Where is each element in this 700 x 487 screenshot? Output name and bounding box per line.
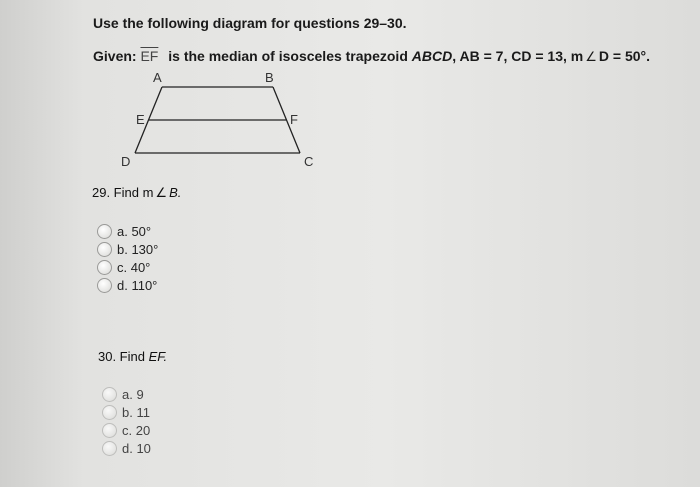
q30-option-d[interactable]: d. 10 bbox=[102, 439, 151, 457]
given-statement: Given: EF is the median of isosceles tra… bbox=[93, 48, 650, 65]
point-label-f: F bbox=[290, 112, 298, 127]
q29-option-a[interactable]: a. 50° bbox=[97, 222, 158, 240]
question-30-prefix: 30. Find bbox=[98, 349, 145, 364]
q29-option-b[interactable]: b. 130° bbox=[97, 240, 158, 258]
given-angle-d: D = 50°. bbox=[598, 48, 651, 64]
point-label-e: E bbox=[136, 112, 145, 127]
radio-button-icon[interactable] bbox=[97, 259, 112, 275]
question-29-options: a. 50° b. 130° c. 40° d. 110° bbox=[97, 222, 158, 294]
q29-option-d[interactable]: d. 110° bbox=[97, 276, 158, 294]
side-ad bbox=[134, 86, 163, 154]
segment-ef: EF bbox=[140, 48, 159, 64]
radio-button-icon[interactable] bbox=[102, 386, 117, 402]
radio-button-icon[interactable] bbox=[102, 404, 117, 420]
angle-symbol-icon: ∠ bbox=[155, 185, 168, 200]
q30-option-c[interactable]: c. 20 bbox=[102, 421, 151, 439]
q30-option-a[interactable]: a. 9 bbox=[102, 385, 151, 403]
q29-option-b-label: b. 130° bbox=[117, 241, 159, 257]
vertex-label-a: A bbox=[153, 70, 162, 85]
radio-button-icon[interactable] bbox=[102, 422, 117, 438]
q29-option-c[interactable]: c. 40° bbox=[97, 258, 158, 276]
q29-option-a-label: a. 50° bbox=[117, 223, 152, 239]
q30-option-b[interactable]: b. 11 bbox=[102, 403, 151, 421]
question-29: 29. Find m∠B. bbox=[92, 185, 181, 201]
instructions-heading: Use the following diagram for questions … bbox=[93, 15, 407, 31]
radio-button-icon[interactable] bbox=[97, 277, 112, 293]
q30-option-d-label: d. 10 bbox=[122, 440, 151, 456]
given-label: Given: bbox=[93, 48, 137, 64]
given-ab: , AB = 7, bbox=[452, 48, 508, 64]
given-m: m bbox=[570, 48, 584, 64]
question-30: 30. Find EF. bbox=[98, 349, 167, 364]
radio-button-icon[interactable] bbox=[102, 440, 117, 456]
trapezoid-name: ABCD bbox=[411, 48, 453, 64]
vertex-label-b: B bbox=[265, 70, 274, 85]
q30-option-c-label: c. 20 bbox=[122, 422, 151, 438]
q30-option-a-label: a. 9 bbox=[122, 386, 144, 402]
angle-symbol-icon: ∠ bbox=[585, 49, 597, 64]
given-cd: CD = 13, bbox=[511, 48, 567, 64]
question-29-var: B. bbox=[169, 185, 182, 200]
question-30-options: a. 9 b. 11 c. 20 d. 10 bbox=[102, 385, 151, 457]
radio-button-icon[interactable] bbox=[97, 223, 112, 239]
vertex-label-c: C bbox=[304, 154, 313, 169]
vertex-label-d: D bbox=[121, 154, 130, 169]
q29-option-d-label: d. 110° bbox=[117, 277, 158, 293]
question-29-prefix: 29. Find m bbox=[92, 185, 154, 200]
radio-button-icon[interactable] bbox=[97, 241, 112, 257]
q29-option-c-label: c. 40° bbox=[117, 259, 151, 275]
q30-option-b-label: b. 11 bbox=[122, 404, 150, 420]
question-30-var: EF. bbox=[148, 349, 168, 364]
given-median-text: is the median of isosceles trapezoid bbox=[168, 48, 408, 64]
